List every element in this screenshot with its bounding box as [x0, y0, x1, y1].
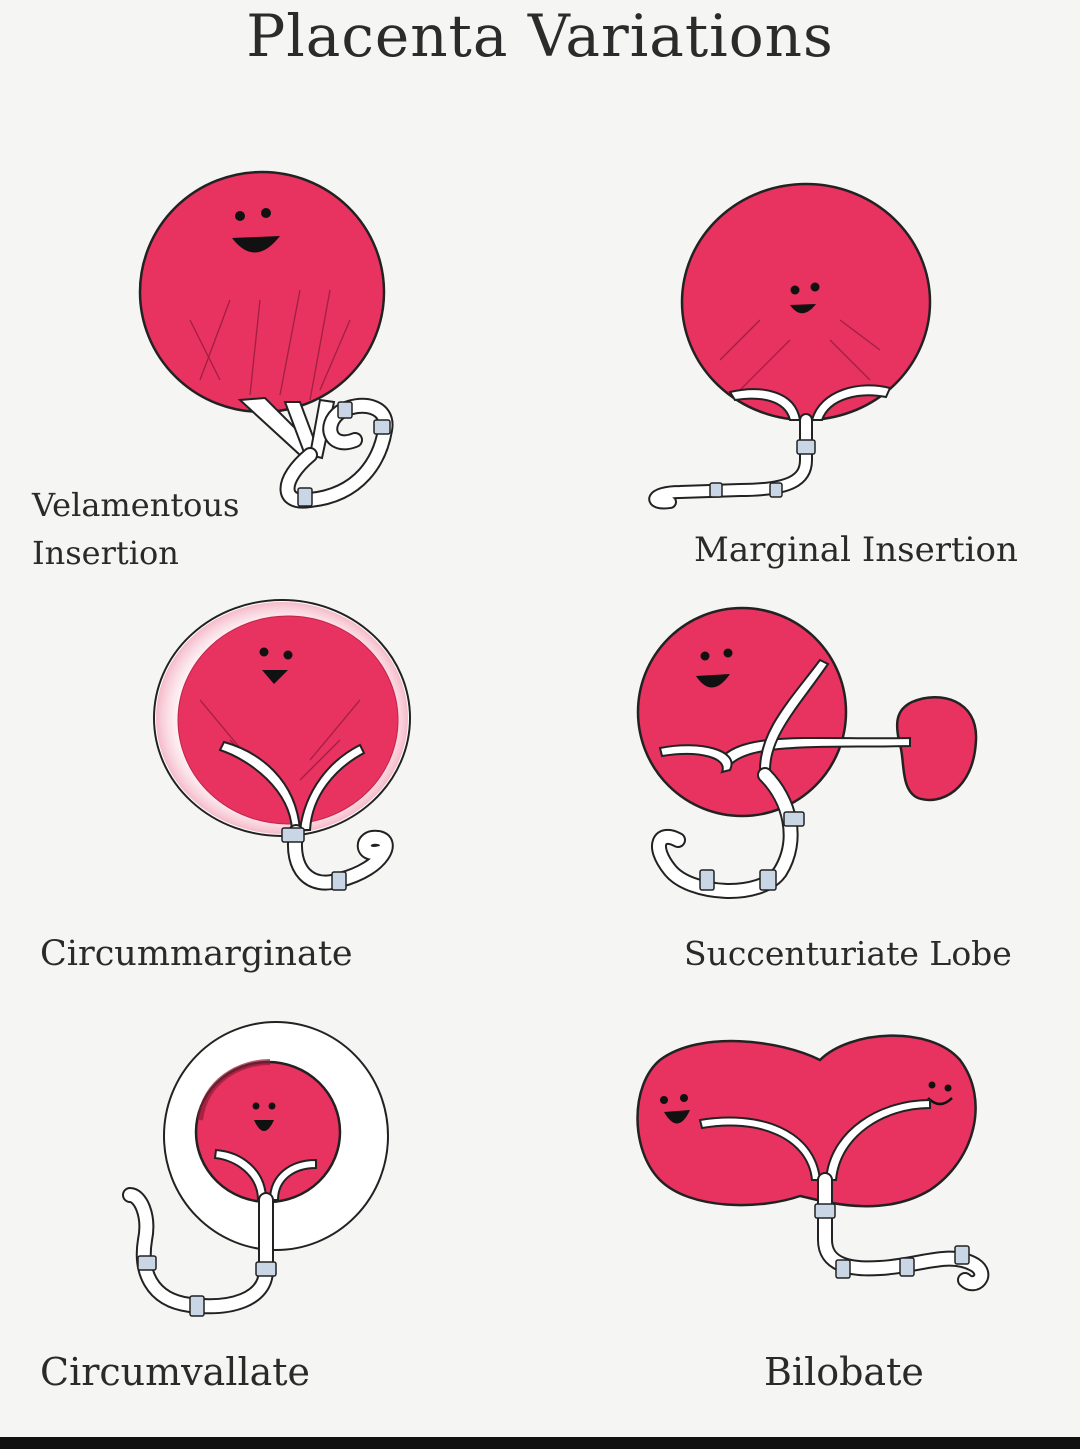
face-icon	[790, 282, 820, 314]
velamentous-placenta	[138, 170, 394, 509]
face-icon	[252, 1102, 276, 1131]
face-icon	[259, 647, 293, 684]
circummarginate-placenta	[153, 599, 411, 891]
label-bilobate: Bilobate	[764, 1350, 924, 1394]
label-circumvallate: Circumvallate	[40, 1350, 311, 1394]
bottom-bar	[0, 1437, 1080, 1449]
face-icon	[232, 208, 280, 253]
marginal-placenta	[648, 182, 932, 510]
face-icon	[696, 648, 733, 688]
label-succenturiate: Succenturiate Lobe	[684, 934, 1012, 973]
page-title: Placenta Variations	[246, 2, 834, 70]
bilobate-placenta	[636, 1034, 990, 1292]
succenturiate-placenta	[636, 606, 978, 899]
circumvallate-placenta	[122, 1021, 389, 1317]
label-velamentous-line2: Insertion	[32, 534, 179, 572]
label-velamentous-line1: Velamentous	[32, 486, 240, 524]
accessory-lobe	[895, 696, 978, 802]
label-marginal: Marginal Insertion	[694, 530, 1018, 570]
label-circummarginate: Circummarginate	[40, 934, 353, 974]
